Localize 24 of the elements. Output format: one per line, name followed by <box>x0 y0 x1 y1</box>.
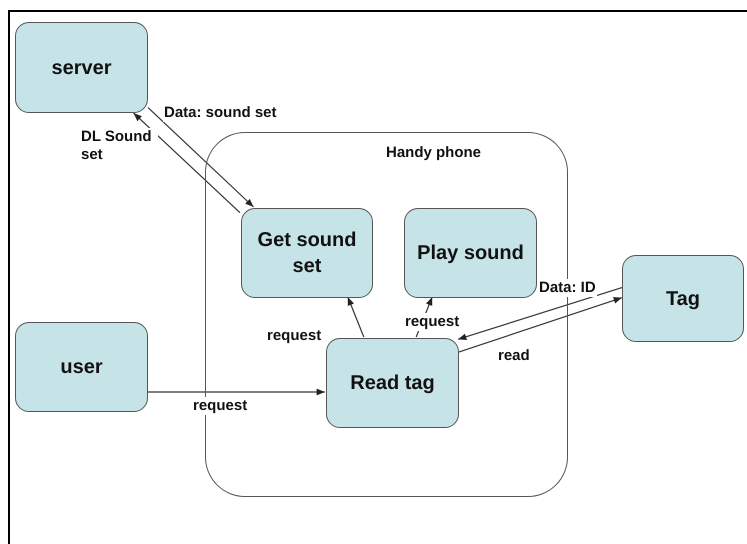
arrow <box>148 107 254 208</box>
arrow <box>458 286 622 340</box>
node-label: Play sound <box>417 241 524 266</box>
process-box <box>326 338 459 428</box>
arrow <box>148 388 325 396</box>
node-label: Tag <box>666 286 700 312</box>
edge-label: request <box>404 313 460 331</box>
node-label: server <box>51 56 112 80</box>
process-box <box>15 22 148 113</box>
edge-label: Data: ID <box>538 279 597 297</box>
arrow <box>133 112 240 214</box>
edge-label: Data: sound set <box>163 104 278 122</box>
edge-label: request <box>266 327 322 345</box>
arrow <box>458 297 622 353</box>
process-box <box>404 208 537 298</box>
arrow <box>347 296 364 338</box>
process-box <box>241 208 373 298</box>
group-title: Handy phone <box>386 143 482 162</box>
process-box <box>622 255 744 342</box>
edge-label: request <box>192 397 248 415</box>
process-box <box>15 322 148 412</box>
node-label: user <box>60 355 103 380</box>
node-label: Read tag <box>350 371 435 396</box>
node-label: Get sound set <box>256 228 358 279</box>
